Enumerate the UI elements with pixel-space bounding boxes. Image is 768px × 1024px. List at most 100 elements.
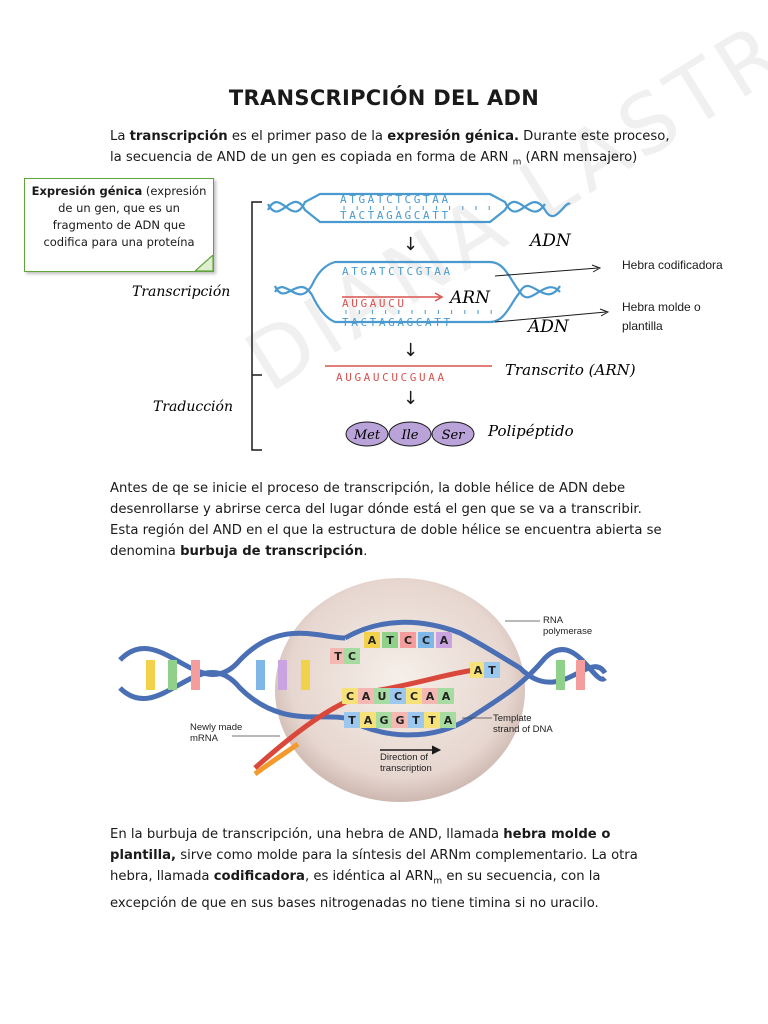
intro-subscript: m	[512, 157, 522, 168]
base-tile	[438, 688, 454, 704]
rna-growing-sequence: AUGAUCU	[342, 297, 407, 310]
label-rna-polymerase: RNA polymerase	[543, 615, 593, 637]
bubble-text: Antes de qe se inicie el proceso de tran…	[110, 481, 662, 559]
page-title: TRANSCRIPCIÓN DEL ADN	[228, 86, 540, 110]
base-letter: A	[364, 714, 373, 727]
base-letter: G	[379, 714, 388, 727]
callout-text: (expresión de un gen, que es un fragment…	[43, 184, 207, 249]
base-letter: T	[488, 664, 496, 677]
base-tile	[376, 712, 392, 728]
base-letter: T	[386, 634, 394, 647]
base-letter: C	[346, 690, 354, 703]
label-arn: ARN	[448, 288, 491, 308]
base-tile	[344, 712, 360, 728]
transcription-diagram: ATGATCTCGTAA TACTAGAGCATT ↓ ADN ATGATCTC…	[132, 192, 636, 451]
base-tile	[344, 648, 360, 664]
base-tile	[406, 688, 422, 704]
label-adn-2: ADN	[526, 317, 570, 337]
base-letter: T	[334, 650, 342, 663]
direction-arrow-head-icon	[431, 745, 442, 755]
intro-bold-transcripcion: transcripción	[129, 129, 228, 144]
base-tile	[342, 688, 358, 704]
polypeptide-chain: Met Ile Ser	[345, 421, 475, 447]
bubble-end: .	[363, 544, 368, 559]
callout-bold: Expresión génica	[31, 184, 143, 198]
intro-bold-expresion: expresión génica.	[387, 129, 519, 144]
label-template-strand: Template strand of DNA	[493, 713, 553, 735]
base-letter: A	[442, 690, 451, 703]
base-pair-rung	[168, 660, 177, 690]
amino-acid-met: Met	[353, 428, 381, 443]
base-letter: A	[362, 690, 371, 703]
amino-acid-ser: Ser	[442, 428, 466, 443]
base-tile	[424, 712, 440, 728]
base-tile	[364, 632, 380, 648]
label-transcrito: Transcrito (ARN)	[505, 361, 636, 379]
callout-box: Expresión génica (expresión de un gen, q…	[24, 178, 214, 272]
molde-text-4: en su secuencia, con la excepción de que…	[110, 869, 601, 911]
label-polipeptido: Polipéptido	[487, 422, 574, 440]
template-strand-sequence: TACTAGAGCATT	[342, 316, 453, 329]
arrow-hebra-molde	[494, 311, 607, 323]
base-pair-rung	[278, 660, 287, 690]
hebra-molde-label: Hebra molde o plantilla	[622, 300, 701, 333]
base-letter: A	[368, 634, 377, 647]
mrna-tail	[253, 741, 300, 777]
transcript-sequence: AUGAUCUCGUAA	[336, 371, 447, 384]
base-letter: C	[422, 634, 430, 647]
base-letter: T	[348, 714, 356, 727]
base-pair-rung	[576, 660, 585, 690]
base-letter: T	[428, 714, 436, 727]
base-tile	[440, 712, 456, 728]
down-arrow-icon-1: ↓	[403, 234, 418, 255]
label-transcripcion: Transcripción	[132, 284, 230, 300]
base-pair-rung	[256, 660, 265, 690]
base-letter: G	[395, 714, 404, 727]
arrow-head-icon-2	[599, 308, 610, 317]
molde-text-2: sirve como molde para la síntesis del AR…	[110, 848, 638, 884]
base-pair-rung	[146, 660, 155, 690]
base-tile	[392, 712, 408, 728]
label-adn-1: ADN	[528, 231, 572, 251]
base-letter: A	[426, 690, 435, 703]
dna-double-strand-1	[267, 192, 571, 224]
bubble-paragraph: Antes de qe se inicie el proceso de tran…	[110, 478, 670, 562]
amino-acid-bead	[388, 421, 432, 447]
molde-bold-1: hebra molde o plantilla,	[110, 827, 611, 863]
base-tile	[374, 688, 390, 704]
arrow-head-icon-1	[591, 264, 602, 273]
amino-acid-bead	[431, 421, 475, 447]
base-letter: C	[394, 690, 402, 703]
base-tile	[330, 648, 346, 664]
base-tile	[422, 688, 438, 704]
label-newly-made-mrna: Newly made mRNA	[190, 722, 243, 744]
rna-arrow-icon	[434, 292, 444, 302]
base-letter: A	[440, 634, 449, 647]
dna1-top-sequence: ATGATCTCGTAA	[340, 193, 451, 206]
intro-text-4: (ARN mensajero)	[521, 150, 638, 165]
base-tile	[400, 632, 416, 648]
molde-text-1: En la burbuja de transcripción, una hebr…	[110, 827, 504, 842]
bracket-transcripcion	[251, 201, 262, 451]
base-tile	[484, 662, 500, 678]
callout-fold-icon	[195, 255, 214, 272]
base-letter: T	[412, 714, 420, 727]
down-arrow-icon-2: ↓	[403, 340, 418, 361]
bubble-bold: burbuja de transcripción	[180, 544, 364, 559]
base-pair-rung	[301, 660, 310, 690]
base-pair-rung	[191, 660, 200, 690]
coding-strand-sequence: ATGATCTCGTAA	[342, 265, 453, 278]
molde-text-3: , es idéntica al ARN	[304, 869, 434, 884]
base-letter: C	[348, 650, 356, 663]
dna1-bottom-sequence: TACTAGAGCATT	[340, 209, 451, 222]
label-traduccion: Traducción	[153, 399, 233, 415]
molde-bold-2: codificadora	[213, 869, 305, 884]
base-letter: U	[378, 690, 387, 703]
amino-acid-ile: Ile	[401, 428, 419, 443]
dna-bubble	[273, 260, 561, 324]
base-letter: A	[474, 664, 483, 677]
molde-paragraph: En la burbuja de transcripción, una hebr…	[110, 824, 670, 914]
base-tile	[358, 688, 374, 704]
base-tile	[408, 712, 424, 728]
